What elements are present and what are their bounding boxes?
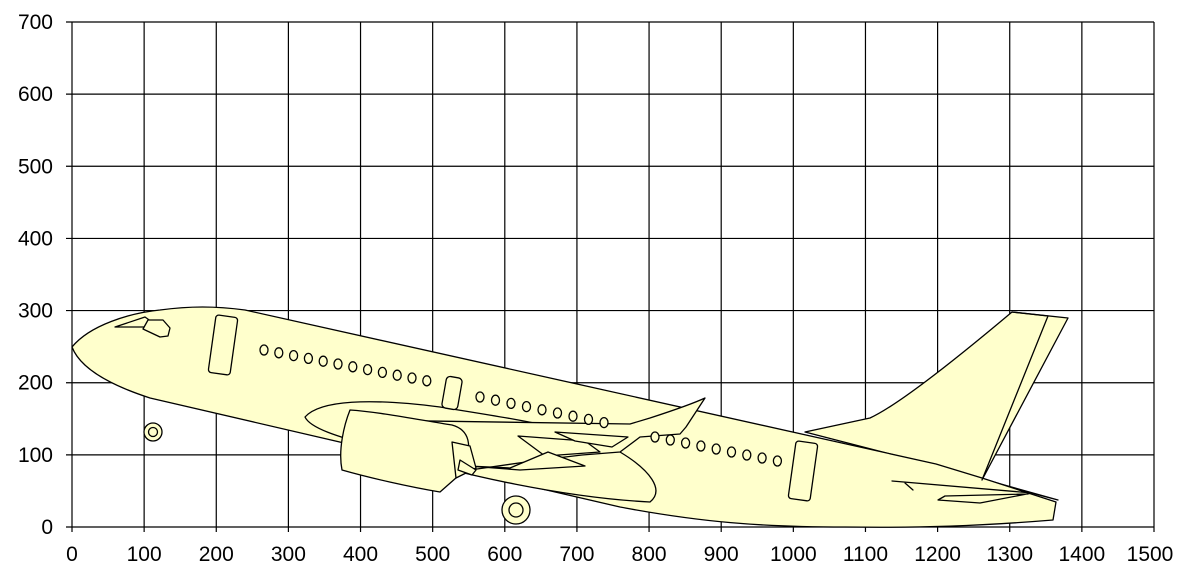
y-axis-ticks: 0 100 200 300 400 500 600 700 <box>18 11 53 539</box>
passenger-window <box>259 344 269 356</box>
passenger-window <box>274 347 284 359</box>
passenger-window <box>772 455 783 467</box>
x-tick-label: 1200 <box>914 543 961 566</box>
passenger-window <box>696 440 706 452</box>
passenger-window <box>711 443 721 455</box>
x-tick-label: 500 <box>415 543 450 566</box>
vertical-tail <box>804 311 1069 501</box>
over-wing-exit <box>441 375 463 411</box>
passenger-window <box>422 375 432 387</box>
passenger-windows <box>259 344 783 467</box>
y-tick-label: 100 <box>18 444 53 467</box>
y-tick-label: 0 <box>41 516 53 539</box>
passenger-window <box>288 349 299 362</box>
passenger-window <box>362 363 373 376</box>
passenger-window <box>568 410 578 422</box>
cockpit-side-window <box>142 319 171 338</box>
passenger-window <box>726 446 737 458</box>
y-tick-label: 500 <box>18 155 53 178</box>
y-tick-label: 200 <box>18 372 53 395</box>
x-tick-label: 1400 <box>1059 543 1106 566</box>
x-tick-label: 900 <box>704 543 739 566</box>
forward-door <box>207 314 239 376</box>
passenger-window <box>333 358 343 370</box>
passenger-window <box>583 413 594 426</box>
y-tick-label: 600 <box>18 83 53 106</box>
engine-nacelle <box>340 409 470 493</box>
passenger-window <box>490 394 501 406</box>
passenger-window <box>318 355 328 367</box>
engine-pylon <box>457 459 477 476</box>
x-tick-label: 0 <box>66 543 78 566</box>
passenger-window <box>475 391 485 403</box>
tail-seam <box>981 311 1049 481</box>
passenger-window <box>599 416 609 429</box>
x-tick-label: 800 <box>632 543 667 566</box>
passenger-window <box>742 449 752 461</box>
x-tick-label: 700 <box>559 543 594 566</box>
passenger-window <box>348 361 358 373</box>
x-axis-ticks: 0 100 200 300 400 500 600 700 800 900 1000 1100 1200… <box>66 543 1173 566</box>
passenger-window <box>521 400 532 413</box>
y-tick-label: 300 <box>18 300 53 323</box>
y-tick-label: 400 <box>18 227 53 250</box>
main-landing-gear <box>501 495 531 525</box>
passenger-window <box>757 452 767 464</box>
passenger-window <box>392 369 402 381</box>
passenger-window <box>665 434 675 446</box>
x-tick-label: 100 <box>127 543 162 566</box>
flap-track <box>467 451 586 471</box>
passenger-window <box>537 404 547 416</box>
flap-outer <box>554 431 629 448</box>
x-tick-label: 1100 <box>843 543 888 566</box>
x-tick-label: 400 <box>343 543 378 566</box>
passenger-window <box>506 397 516 410</box>
x-tick-label: 1300 <box>986 543 1033 566</box>
x-tick-label: 300 <box>271 543 306 566</box>
y-tick-label: 700 <box>18 11 53 34</box>
passenger-window <box>377 366 388 379</box>
aircraft-silhouette <box>71 306 1069 528</box>
stabilizer-edge <box>904 482 914 491</box>
passenger-window <box>680 437 691 449</box>
nose-landing-gear <box>143 422 163 442</box>
aft-door <box>787 440 819 502</box>
passenger-window <box>650 431 660 443</box>
x-tick-label: 1000 <box>770 543 817 566</box>
x-tick-label: 1500 <box>1127 543 1174 566</box>
passenger-window <box>552 407 563 419</box>
horizontal-stabilizer <box>891 480 1033 504</box>
passenger-window <box>407 372 417 384</box>
x-tick-label: 600 <box>487 543 522 566</box>
passenger-window <box>303 352 314 365</box>
x-tick-label: 200 <box>199 543 234 566</box>
